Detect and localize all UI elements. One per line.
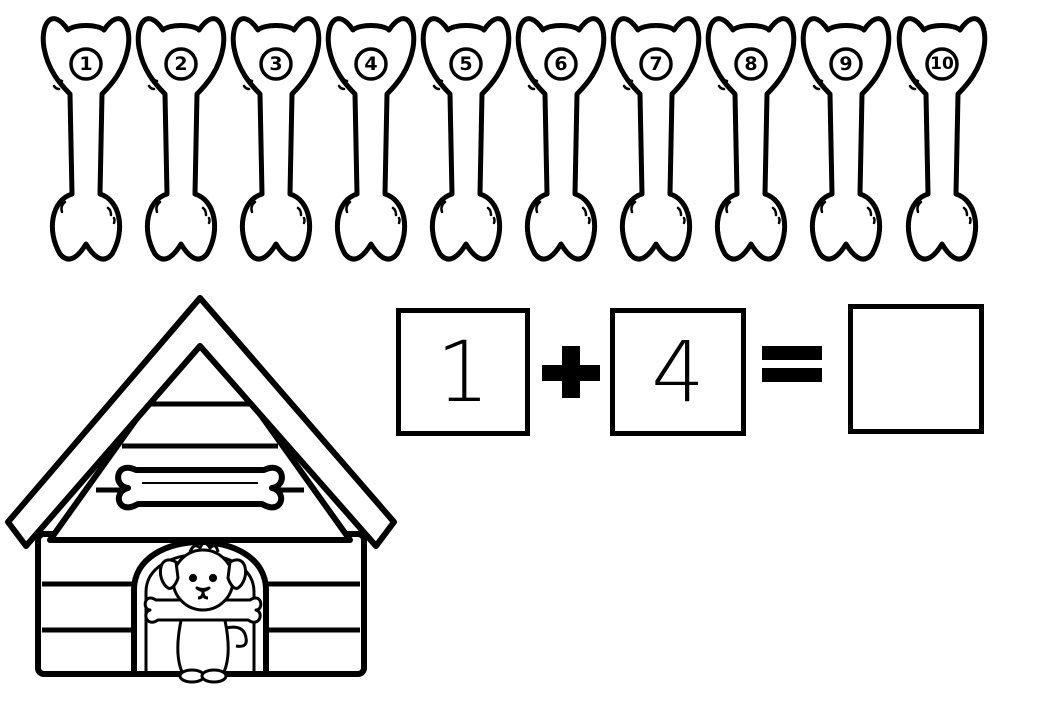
puppy-icon (143, 541, 263, 684)
bone-number: 1 (79, 53, 93, 75)
bone-icon (135, 16, 227, 262)
bone-card-10[interactable]: 10 (894, 4, 990, 266)
addend-1-box[interactable]: 1 (396, 308, 530, 436)
answer-box[interactable] (848, 304, 984, 434)
bone-card-1[interactable]: 1 (38, 4, 134, 266)
bone-card-3[interactable]: 3 (228, 4, 324, 266)
bone-card-2[interactable]: 2 (133, 4, 229, 266)
addend-2-box[interactable]: 4 (610, 308, 746, 436)
doghouse-icon (5, 295, 397, 684)
bone-number: 10 (930, 54, 954, 74)
bone-number: 8 (744, 53, 758, 75)
bone-number: 7 (649, 53, 663, 75)
bone-icon (896, 16, 988, 262)
bone-card-9[interactable]: 9 (798, 4, 894, 266)
bone-icon (230, 16, 322, 262)
bone-number: 2 (174, 53, 188, 75)
bone-icon (420, 16, 512, 262)
bone-card-4[interactable]: 4 (323, 4, 419, 266)
bone-card-7[interactable]: 7 (608, 4, 704, 266)
bone-icon (40, 16, 132, 262)
plus-icon (542, 346, 600, 398)
bone-number: 4 (364, 53, 378, 75)
bone-icon (610, 16, 702, 262)
bone-number: 3 (269, 53, 283, 75)
bone-row: 1 2 3 4 5 (0, 0, 1040, 280)
bone-number: 6 (554, 53, 568, 75)
bone-card-8[interactable]: 8 (703, 4, 799, 266)
bone-icon (800, 16, 892, 262)
bone-icon (515, 16, 607, 262)
equals-icon (762, 346, 822, 382)
bone-icon (705, 16, 797, 262)
bone-card-5[interactable]: 5 (418, 4, 514, 266)
bone-card-6[interactable]: 6 (513, 4, 609, 266)
bone-number: 9 (839, 53, 853, 75)
bone-icon (325, 16, 417, 262)
bone-number: 5 (459, 53, 473, 75)
